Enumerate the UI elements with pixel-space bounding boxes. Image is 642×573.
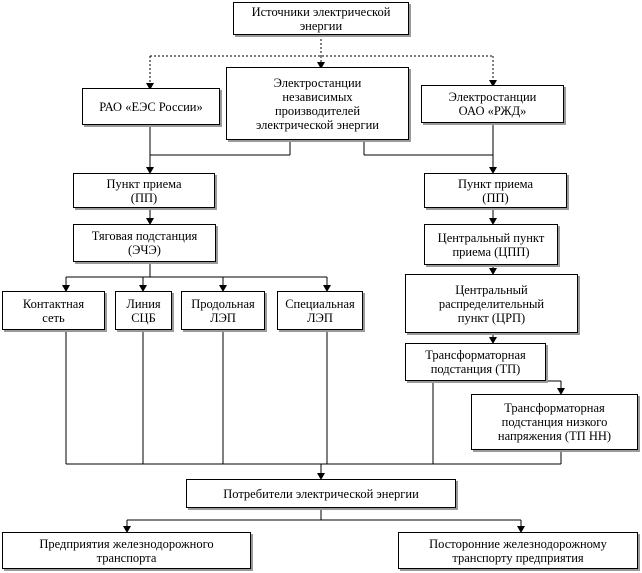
- node-receiving-point-left: Пункт приема (ПП): [73, 173, 215, 208]
- node-contact-line-1: Контактная: [22, 296, 85, 311]
- node-tp-nn-line-1: Трансформаторная: [504, 401, 605, 415]
- node-receiving-point-right: Пункт приема (ПП): [424, 173, 567, 208]
- node-central-receiving-point: Центральный пункт приема (ЦПП): [424, 224, 558, 265]
- node-railway-enterprises-line-2: транспорта: [96, 550, 157, 565]
- node-central-pp-line-1: Центральный пункт: [437, 230, 545, 245]
- node-pp-right-line-2: (ПП): [482, 190, 509, 205]
- node-contact-network: Контактная сеть: [2, 291, 105, 330]
- node-crp-line-3: пункт (ЦРП): [457, 310, 526, 325]
- node-crp-line-2: распределительный: [438, 296, 545, 311]
- node-contact-line-2: сеть: [42, 310, 65, 325]
- node-sources-line-2: энергии: [299, 18, 343, 33]
- node-rao-line-1: РАО «ЕЭС России»: [99, 99, 203, 114]
- consumers-to-enterprises-connectors: [123, 508, 525, 533]
- node-tp-nn-line-2: подстанция низкого: [501, 415, 608, 429]
- node-traction-substation: Тяговая подстанция (ЭЧЭ): [73, 224, 216, 262]
- node-special-line-1: Специальная: [285, 296, 355, 311]
- node-longitudinal-line: Продольная ЛЭП: [181, 291, 265, 330]
- node-independent-line-1: Электростанции: [273, 75, 362, 90]
- node-tp-line-2: подстанция (ТП): [430, 362, 521, 376]
- sources-to-producers-connectors: [146, 35, 497, 90]
- node-rzd-stations: Электростанции ОАО «РЖД»: [421, 85, 564, 123]
- node-sources-line-1: Источники электрической: [251, 4, 391, 19]
- node-pp-left-line-2: (ПП): [130, 190, 158, 205]
- right-chain-connectors: [489, 265, 565, 395]
- lines-to-consumers-connectors: [65, 330, 562, 480]
- node-crp-line-1: Центральный: [455, 282, 528, 297]
- node-scb-line-1: Линия: [126, 296, 161, 311]
- node-low-voltage-substation: Трансформаторная подстанция низкого напр…: [471, 394, 638, 450]
- node-tp-line-1: Трансформаторная: [425, 348, 526, 362]
- node-longitudinal-line-1: Продольная: [191, 296, 255, 311]
- node-pp-left-line-1: Пункт приема: [106, 176, 182, 191]
- node-special-line-2: ЛЭП: [307, 310, 333, 325]
- node-independent-line-2: независимых: [282, 89, 353, 104]
- node-scb-line: Линия СЦБ: [115, 291, 172, 330]
- node-external-enterprises-line-2: транспорту предприятия: [452, 550, 584, 565]
- node-rzd-line-1: Электростанции: [448, 90, 537, 104]
- node-independent-producers: Электростанции независимых производителе…: [226, 67, 409, 140]
- node-rzd-line-2: ОАО «РЖД»: [458, 104, 527, 118]
- node-longitudinal-line-2: ЛЭП: [210, 310, 236, 325]
- node-traction-line-2: (ЭЧЭ): [128, 243, 161, 257]
- node-special-line: Специальная ЛЭП: [277, 291, 363, 330]
- node-railway-enterprises-line-1: Предприятия железнодорожного: [39, 536, 214, 551]
- node-consumers: Потребители электрической энергии: [186, 479, 456, 508]
- node-independent-line-3: производителей: [274, 103, 361, 118]
- node-external-enterprises-line-1: Посторонние железнодорожному: [429, 536, 607, 551]
- node-rao: РАО «ЕЭС России»: [82, 88, 220, 125]
- node-external-enterprises: Посторонние железнодорожному транспорту …: [398, 532, 638, 569]
- node-tp-nn-line-3: напряжения (ТП НН): [497, 429, 612, 443]
- node-transformer-substation: Трансформаторная подстанция (ТП): [405, 343, 546, 381]
- node-traction-line-1: Тяговая подстанция: [91, 229, 198, 243]
- node-central-pp-line-2: приема (ЦПП): [452, 244, 530, 259]
- node-railway-enterprises: Предприятия железнодорожного транспорта: [2, 532, 251, 569]
- node-independent-line-4: электрической энергии: [256, 117, 379, 132]
- node-pp-right-line-1: Пункт приема: [457, 176, 533, 191]
- receiving-points-downstream-connectors: [146, 208, 497, 225]
- node-central-distribution-point: Центральный распределительный пункт (ЦРП…: [405, 274, 578, 333]
- producers-to-receiving-points-connectors: [146, 123, 497, 174]
- node-scb-line-2: СЦБ: [131, 310, 156, 325]
- traction-to-lines-connectors: [62, 262, 331, 292]
- node-consumers-line-1: Потребители электрической энергии: [223, 486, 419, 501]
- node-sources: Источники электрической энергии: [233, 2, 409, 35]
